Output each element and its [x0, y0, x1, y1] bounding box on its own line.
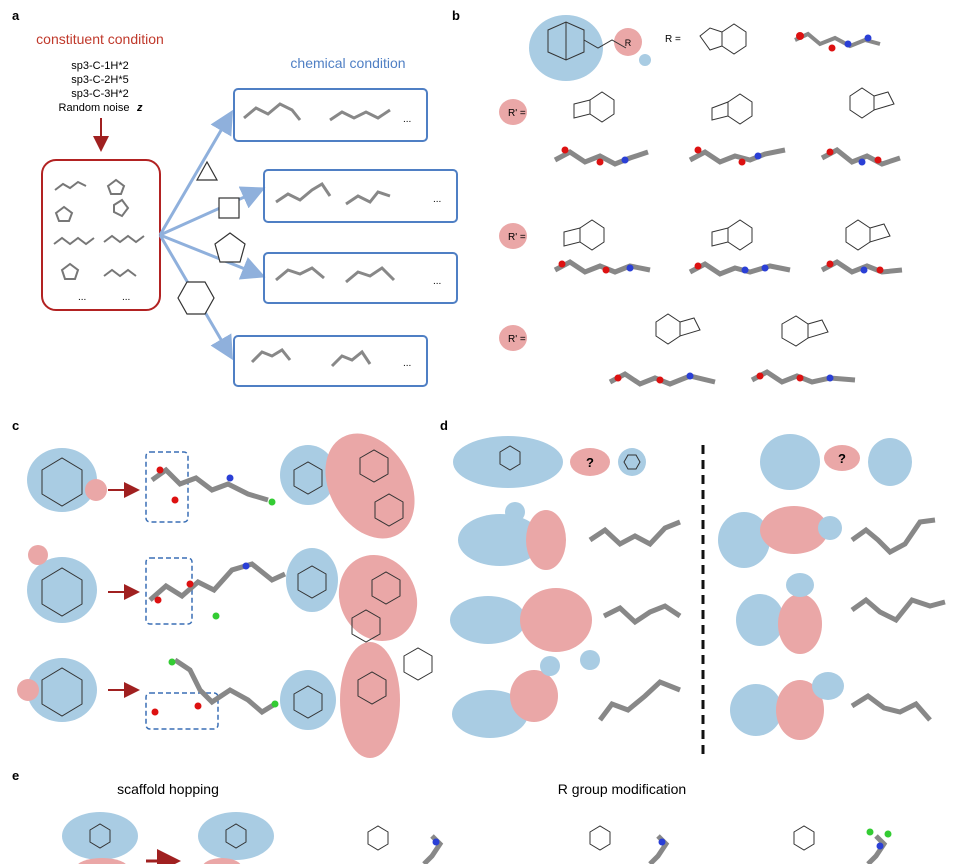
- chemical-condition-title: chemical condition: [290, 55, 405, 71]
- d-right-question-highlight: [824, 445, 860, 471]
- product-red-2: [338, 555, 418, 641]
- r-3d-model: [794, 31, 881, 52]
- rprime-highlight-2: [499, 223, 527, 249]
- box-ellipsis-1: ...: [78, 292, 86, 303]
- d-right-blue-header: [760, 434, 820, 490]
- rprime-label-1: R' =: [508, 108, 526, 119]
- product-red-1: [325, 433, 415, 539]
- panel-e: e scaffold hopping R group modification: [12, 768, 892, 864]
- scaffold-structure: [547, 21, 627, 61]
- d-left-blue-header: [453, 436, 563, 488]
- e-3d-models: [422, 834, 888, 864]
- d-left-question-highlight: [570, 448, 610, 476]
- e-scaffold-blue-1: [62, 812, 138, 860]
- square-result-box: [263, 169, 458, 223]
- d-right-3d-models: [850, 517, 946, 722]
- pentagon-icon: [214, 232, 246, 263]
- fan-arrows: [158, 109, 266, 361]
- d-left-question: ?: [586, 455, 594, 470]
- product-red-3: [340, 642, 400, 758]
- scaffold-hopping-title: scaffold hopping: [117, 781, 219, 797]
- rprime-highlight-3: [499, 325, 527, 351]
- r-red-highlight: [614, 28, 642, 56]
- rprime-2d-structures: [563, 87, 895, 347]
- r-highlight-1: [85, 479, 107, 501]
- panel-label-d: d: [440, 418, 448, 433]
- square-icon: [218, 197, 240, 219]
- panel-d: d ? ?: [440, 418, 946, 760]
- sugar-ring-3: [41, 667, 83, 717]
- ligand-3d-2: [148, 561, 287, 602]
- ligand-3d-1: [150, 466, 269, 503]
- product-blue-1: [280, 445, 336, 505]
- sugar-highlight-2: [27, 557, 97, 623]
- sugar-ring-1: [41, 457, 83, 507]
- ligand-3d-3: [173, 657, 277, 716]
- r-structure: [699, 23, 747, 55]
- d-right-question: ?: [838, 451, 846, 466]
- pentagon-result-box: [263, 252, 458, 304]
- pentagon-ellipsis: ...: [433, 276, 441, 287]
- fragment-sketches: [53, 178, 145, 280]
- result-molecules: [243, 102, 396, 368]
- condition-line-1: sp3-C-1H*2: [71, 60, 128, 72]
- r-equals-label: R =: [665, 34, 681, 45]
- condition-line-2: sp3-C-2H*5: [71, 74, 128, 86]
- panel-c: c: [12, 418, 433, 758]
- rprime-3d-atoms: [558, 146, 884, 384]
- constituent-box: [41, 159, 161, 311]
- panel-label-b: b: [452, 8, 460, 23]
- triangle-ellipsis: ...: [403, 114, 411, 125]
- r-letter: R: [625, 38, 632, 48]
- panel-label-a: a: [12, 8, 20, 23]
- triangle-icon: [195, 160, 219, 181]
- e-scaffold-blue-2: [198, 812, 274, 860]
- box-ellipsis-2: ...: [122, 292, 130, 303]
- condition-line-3: sp3-C-3H*2: [71, 88, 128, 100]
- triangle-result-box: [233, 88, 428, 142]
- product-blue-3: [280, 670, 336, 730]
- panel-a: a constituent condition sp3-C-1H*2 sp3-C…: [12, 8, 458, 387]
- r-group-modification-title: R group modification: [558, 781, 686, 797]
- r-blue-dot: [639, 54, 651, 66]
- square-ellipsis: ...: [433, 194, 441, 205]
- hexagon-ellipsis: ...: [403, 358, 411, 369]
- d-left-3d-models: [588, 519, 682, 722]
- d-right-alcohol-highlight: [868, 438, 912, 486]
- panel-label-e: e: [12, 768, 19, 783]
- hexagon-icon: [177, 281, 215, 315]
- dashed-box-1: [145, 451, 189, 523]
- r-highlight-2: [28, 545, 48, 565]
- r-highlight-3: [17, 679, 39, 701]
- condition-line-4: Random noise: [59, 102, 130, 114]
- dashed-box-3: [145, 692, 219, 730]
- panel-b: b R R = R' = R' = R' =: [452, 8, 903, 387]
- sugar-ring-2: [41, 567, 83, 617]
- product-blue-2: [286, 548, 338, 612]
- rprime-label-3: R' =: [508, 334, 526, 345]
- dashed-box-2: [145, 557, 193, 625]
- d-left-phenyl-highlight: [618, 448, 646, 476]
- rprime-highlight-1: [499, 99, 527, 125]
- noise-variable: z: [136, 102, 143, 114]
- panel-label-c: c: [12, 418, 19, 433]
- constituent-condition-title: constituent condition: [36, 31, 164, 47]
- rprime-label-2: R' =: [508, 232, 526, 243]
- hexagon-result-box: [233, 335, 428, 387]
